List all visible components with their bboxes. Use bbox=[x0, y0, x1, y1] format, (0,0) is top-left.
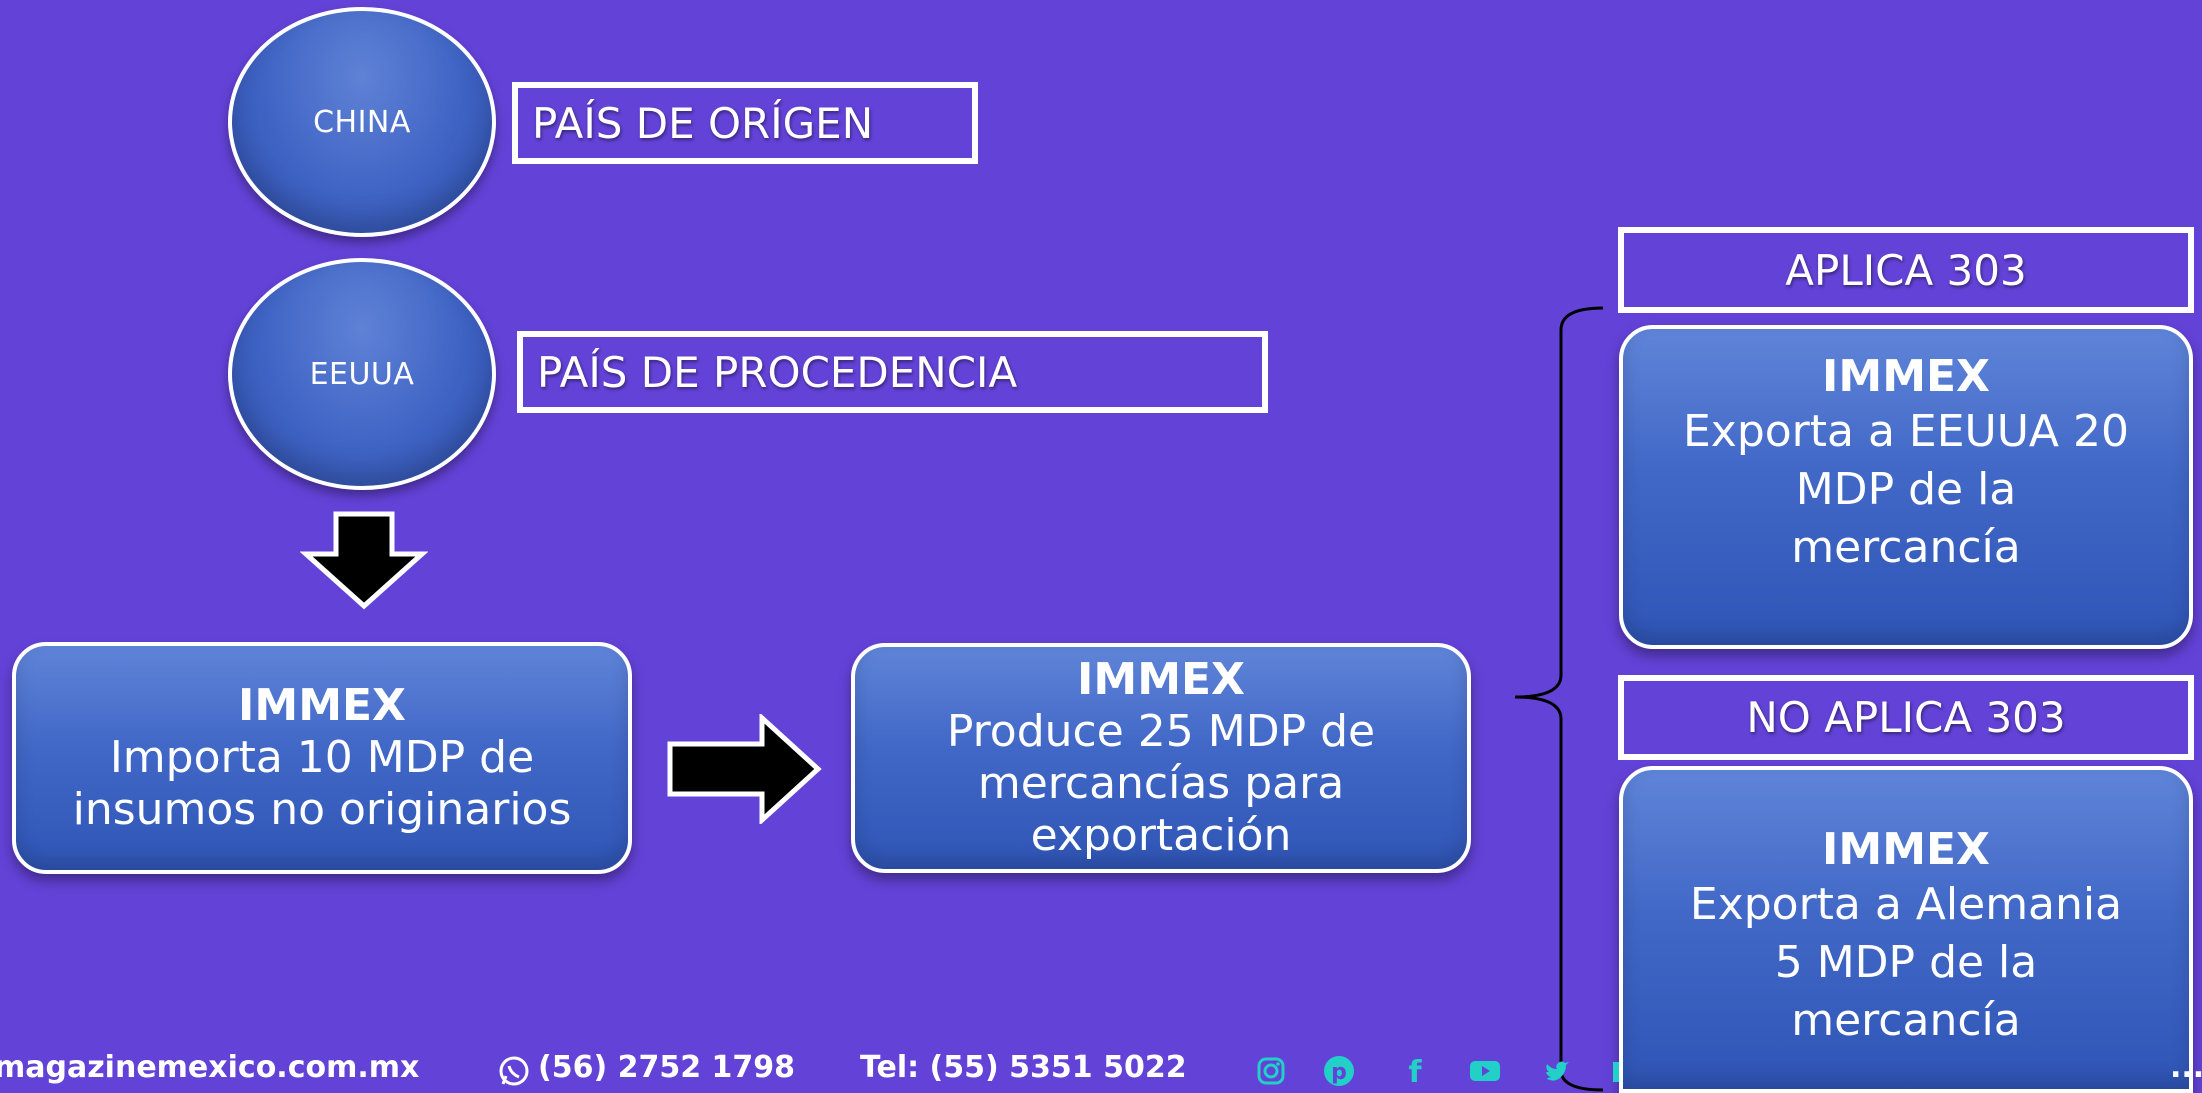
arrow-down-icon bbox=[300, 511, 428, 610]
card-importa-title: IMMEX bbox=[238, 680, 406, 731]
node-eeuua-label: EEUUA bbox=[309, 356, 415, 392]
twitter-icon[interactable] bbox=[1544, 1058, 1572, 1086]
footer-tel[interactable]: Tel: (55) 5351 5022 bbox=[860, 1050, 1187, 1085]
card-exporta-alemania-title: IMMEX bbox=[1822, 824, 1990, 875]
label-no-aplica-303: NO APLICA 303 bbox=[1618, 675, 2194, 760]
node-china: CHINA bbox=[228, 7, 496, 237]
label-pais-procedencia: PAÍS DE PROCEDENCIA bbox=[517, 331, 1268, 413]
label-pais-origen: PAÍS DE ORÍGEN bbox=[512, 82, 978, 164]
svg-text:f: f bbox=[1408, 1055, 1422, 1088]
card-produce: IMMEX Produce 25 MDP de mercancías para … bbox=[851, 643, 1471, 873]
pinterest-icon[interactable]: p bbox=[1322, 1054, 1356, 1088]
node-china-label: CHINA bbox=[313, 104, 411, 140]
youtube-icon[interactable] bbox=[1468, 1058, 1502, 1084]
card-exporta-alemania: IMMEX Exporta a Alemania 5 MDP de la mer… bbox=[1619, 766, 2193, 1093]
whatsapp-icon[interactable] bbox=[497, 1054, 531, 1088]
arrow-right-icon bbox=[667, 714, 822, 824]
card-produce-title: IMMEX bbox=[1077, 654, 1245, 705]
label-pais-origen-text: PAÍS DE ORÍGEN bbox=[532, 98, 874, 148]
card-exporta-alemania-body: Exporta a Alemania 5 MDP de la mercancía bbox=[1689, 879, 2123, 1046]
node-eeuua: EEUUA bbox=[228, 258, 496, 490]
curly-bracket bbox=[1514, 306, 1604, 1092]
card-exporta-eeuua-title: IMMEX bbox=[1822, 351, 1990, 402]
footer-trailing-text: ...n bbox=[2170, 1050, 2202, 1085]
label-pais-procedencia-text: PAÍS DE PROCEDENCIA bbox=[537, 347, 1018, 397]
footer-bar: magazinemexico.com.mx (56) 2752 1798 Tel… bbox=[0, 1048, 2202, 1093]
card-exporta-eeuua-body: Exporta a EEUUA 20 MDP de la mercancía bbox=[1682, 406, 2129, 573]
footer-website[interactable]: magazinemexico.com.mx bbox=[0, 1050, 420, 1085]
instagram-icon[interactable] bbox=[1256, 1056, 1286, 1086]
card-exporta-eeuua: IMMEX Exporta a EEUUA 20 MDP de la merca… bbox=[1619, 325, 2193, 649]
linkedin-icon[interactable] bbox=[1612, 1056, 1622, 1086]
facebook-icon[interactable]: f bbox=[1404, 1054, 1426, 1088]
label-aplica-303-text: APLICA 303 bbox=[1785, 245, 2027, 295]
label-aplica-303: APLICA 303 bbox=[1618, 227, 2194, 313]
card-importa-body: Importa 10 MDP de insumos no originarios bbox=[72, 732, 572, 835]
footer-whatsapp[interactable]: (56) 2752 1798 bbox=[538, 1050, 796, 1085]
label-no-aplica-303-text: NO APLICA 303 bbox=[1746, 693, 2066, 742]
card-produce-body: Produce 25 MDP de mercancías para export… bbox=[946, 706, 1376, 861]
svg-text:p: p bbox=[1331, 1060, 1347, 1085]
card-importa: IMMEX Importa 10 MDP de insumos no origi… bbox=[12, 642, 632, 874]
